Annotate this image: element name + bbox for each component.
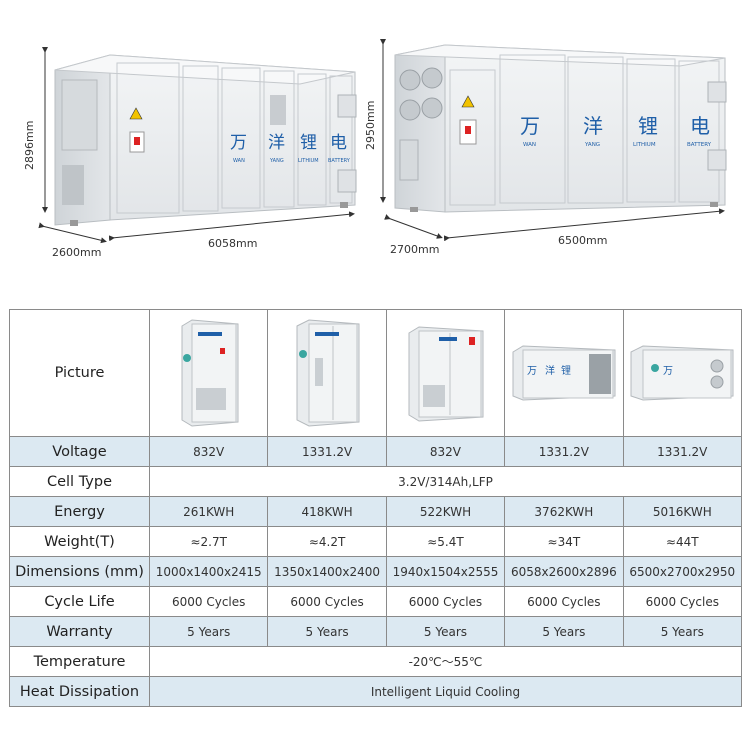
svg-text:万: 万 bbox=[663, 366, 673, 377]
left-brand-char-1: 万 bbox=[230, 133, 247, 153]
table-row-heat-dissipation: Heat Dissipation Intelligent Liquid Cool… bbox=[9, 676, 742, 707]
table-row-energy: Energy 261KWH 418KWH 522KWH 3762KWH 5016… bbox=[9, 496, 743, 527]
table-cell: 6000 Cycles bbox=[385, 586, 506, 617]
right-brand-sub-3: LITHIUM bbox=[633, 142, 656, 148]
table-cell: ≈34T bbox=[504, 526, 624, 557]
table-cell: 1331.2V bbox=[622, 436, 743, 467]
table-cell: ≈2.7T bbox=[148, 526, 269, 557]
right-brand-char-3: 锂 bbox=[638, 114, 658, 138]
row-label: Warranty bbox=[9, 616, 150, 647]
spec-table: Picture bbox=[9, 309, 743, 707]
product-picture-5: 万 bbox=[622, 309, 743, 437]
left-length-label: 6058mm bbox=[208, 237, 258, 250]
table-cell: 5 Years bbox=[385, 616, 506, 647]
left-brand-sub-3: LITHIUM bbox=[298, 158, 319, 164]
left-length-arrow bbox=[108, 211, 355, 242]
cabinet-small-image bbox=[181, 319, 239, 427]
table-cell: 6000 Cycles bbox=[267, 586, 387, 617]
table-row-warranty: Warranty 5 Years 5 Years 5 Years 5 Years… bbox=[9, 616, 743, 647]
right-brand-sub-2: YANG bbox=[584, 142, 600, 148]
table-cell: 5 Years bbox=[148, 616, 269, 647]
table-cell: 832V bbox=[148, 436, 269, 467]
container-6058-image: 万 洋 锂 bbox=[512, 345, 616, 401]
container-illustrations: 万 洋 锂 电 WAN YANG LITHIUM BATTERY bbox=[38, 39, 727, 244]
table-cell: 1331.2V bbox=[267, 436, 387, 467]
table-cell: 6000 Cycles bbox=[622, 586, 743, 617]
right-brand-sub-1: WAN bbox=[523, 142, 536, 148]
row-label: Energy bbox=[9, 496, 150, 527]
left-brand-char-4: 电 bbox=[330, 133, 347, 153]
row-label: Temperature bbox=[9, 646, 150, 677]
left-brand-sub-1: WAN bbox=[233, 158, 245, 164]
row-label: Picture bbox=[9, 309, 150, 437]
table-row-picture: Picture bbox=[9, 309, 743, 437]
left-brand-sub-2: YANG bbox=[269, 158, 284, 164]
row-label: Weight(T) bbox=[9, 526, 150, 557]
table-cell-merged: 3.2V/314Ah,LFP bbox=[149, 466, 742, 497]
right-brand-char-1: 万 bbox=[520, 114, 540, 138]
table-row-dimensions: Dimensions (mm) 1000x1400x2415 1350x1400… bbox=[9, 556, 743, 587]
table-cell: 1350x1400x2400 bbox=[267, 556, 387, 587]
right-brand-sub-4: BATTERY bbox=[687, 142, 712, 148]
row-label: Dimensions (mm) bbox=[9, 556, 150, 587]
hero-section: 万 洋 锂 电 WAN YANG LITHIUM BATTERY bbox=[0, 0, 750, 300]
left-height-label: 2896mm bbox=[23, 120, 36, 170]
table-cell: ≈4.2T bbox=[267, 526, 387, 557]
left-depth-arrow bbox=[38, 222, 107, 244]
table-cell: 1000x1400x2415 bbox=[148, 556, 269, 587]
row-label: Cycle Life bbox=[9, 586, 150, 617]
table-cell: ≈44T bbox=[622, 526, 743, 557]
right-height-label: 2950mm bbox=[364, 100, 377, 150]
table-cell: 6500x2700x2950 bbox=[622, 556, 743, 587]
table-cell: 832V bbox=[385, 436, 506, 467]
container-6500-image: 万 bbox=[630, 345, 734, 401]
cabinet-medium-image bbox=[296, 319, 360, 427]
table-cell: 418KWH bbox=[267, 496, 387, 527]
table-row-temperature: Temperature -20℃～55℃ bbox=[9, 646, 742, 677]
row-label: Heat Dissipation bbox=[9, 676, 150, 707]
svg-text:洋: 洋 bbox=[545, 364, 555, 377]
table-cell: 1331.2V bbox=[504, 436, 624, 467]
table-cell: 5 Years bbox=[622, 616, 743, 647]
svg-text:锂: 锂 bbox=[561, 365, 571, 377]
left-brand-char-2: 洋 bbox=[268, 133, 285, 153]
table-cell: 5016KWH bbox=[622, 496, 743, 527]
table-row-cycle-life: Cycle Life 6000 Cycles 6000 Cycles 6000 … bbox=[9, 586, 743, 617]
product-picture-4: 万 洋 锂 bbox=[504, 309, 624, 437]
product-picture-1 bbox=[148, 309, 269, 437]
row-label: Voltage bbox=[9, 436, 150, 467]
table-cell: 5 Years bbox=[267, 616, 387, 647]
left-brand-char-3: 锂 bbox=[300, 133, 317, 153]
table-cell-merged: -20℃～55℃ bbox=[149, 646, 742, 677]
svg-text:万: 万 bbox=[527, 366, 537, 377]
right-length-arrow bbox=[443, 208, 725, 242]
right-brand-char-2: 洋 bbox=[583, 114, 603, 138]
table-cell-merged: Intelligent Liquid Cooling bbox=[149, 676, 742, 707]
left-depth-label: 2600mm bbox=[52, 246, 102, 259]
table-cell: 5 Years bbox=[504, 616, 624, 647]
left-container bbox=[54, 54, 357, 226]
product-picture-3 bbox=[385, 309, 506, 437]
product-picture-2 bbox=[267, 309, 387, 437]
table-cell: 6000 Cycles bbox=[504, 586, 624, 617]
left-brand-sub-4: BATTERY bbox=[328, 158, 351, 164]
right-container bbox=[394, 44, 727, 213]
right-depth-arrow bbox=[384, 214, 443, 239]
table-cell: ≈5.4T bbox=[385, 526, 506, 557]
cabinet-large-image bbox=[408, 326, 484, 422]
table-row-weight: Weight(T) ≈2.7T ≈4.2T ≈5.4T ≈34T ≈44T bbox=[9, 526, 743, 557]
table-cell: 6058x2600x2896 bbox=[504, 556, 624, 587]
table-cell: 3762KWH bbox=[504, 496, 624, 527]
table-row-voltage: Voltage 832V 1331.2V 832V 1331.2V 1331.2… bbox=[9, 436, 743, 467]
right-brand-char-4: 电 bbox=[690, 114, 710, 138]
table-cell: 6000 Cycles bbox=[148, 586, 269, 617]
right-length-label: 6500mm bbox=[558, 234, 608, 247]
table-cell: 1940x1504x2555 bbox=[385, 556, 506, 587]
row-label: Cell Type bbox=[9, 466, 150, 497]
right-depth-label: 2700mm bbox=[390, 243, 440, 256]
table-cell: 522KWH bbox=[385, 496, 506, 527]
table-row-cell-type: Cell Type 3.2V/314Ah,LFP bbox=[9, 466, 742, 497]
table-cell: 261KWH bbox=[148, 496, 269, 527]
